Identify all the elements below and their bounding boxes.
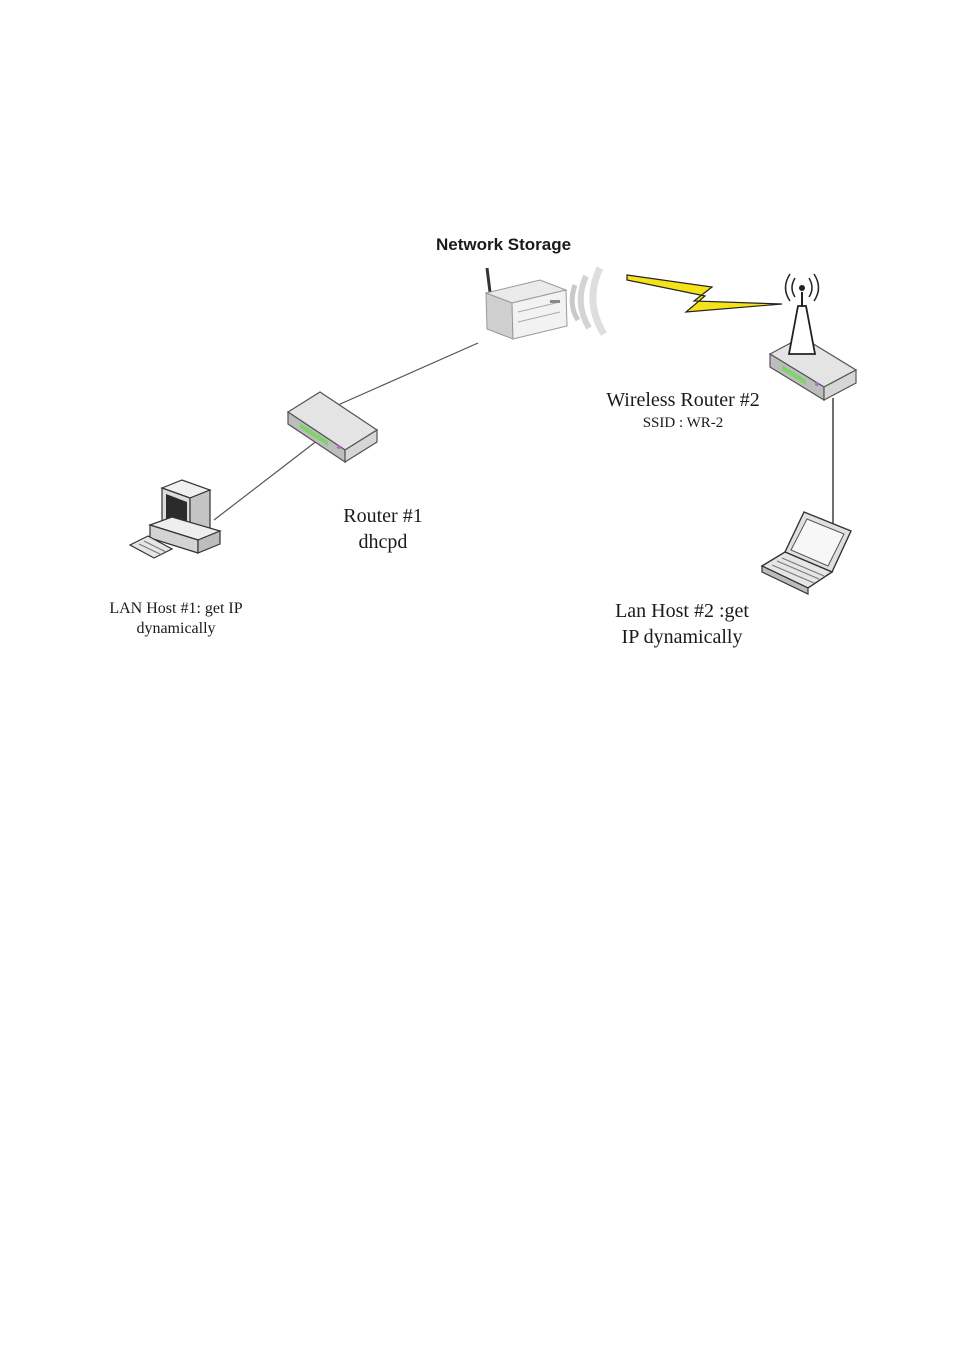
network-storage-icon (486, 268, 604, 339)
lan-host1-line2: dynamically (98, 619, 254, 639)
lan-host1-label: LAN Host #1: get IP dynamically (98, 599, 254, 639)
lan-host2-laptop-icon (762, 512, 851, 594)
network-storage-label: Network Storage (436, 235, 571, 255)
router1-icon (288, 392, 377, 462)
wireless-router-label: Wireless Router #2 SSID : WR-2 (590, 388, 776, 434)
wireless-router-icon (770, 274, 856, 400)
wireless-router-name: Wireless Router #2 (590, 388, 776, 412)
router1-service: dhcpd (328, 529, 438, 555)
lan-host2-line1: Lan Host #2 :get (598, 598, 766, 624)
wireless-router-ssid: SSID : WR-2 (590, 412, 776, 434)
lan-host2-line2: IP dynamically (598, 624, 766, 650)
wireless-link-lightning-icon (627, 275, 782, 312)
edge-router1-storage (338, 343, 478, 405)
lan-host1-line1: LAN Host #1: get IP (98, 599, 254, 619)
edge-host1-router1 (214, 440, 318, 520)
router1-label: Router #1 dhcpd (328, 503, 438, 555)
lan-host2-label: Lan Host #2 :get IP dynamically (598, 598, 766, 650)
router1-name: Router #1 (328, 503, 438, 529)
lan-host1-desktop-icon (130, 480, 220, 558)
